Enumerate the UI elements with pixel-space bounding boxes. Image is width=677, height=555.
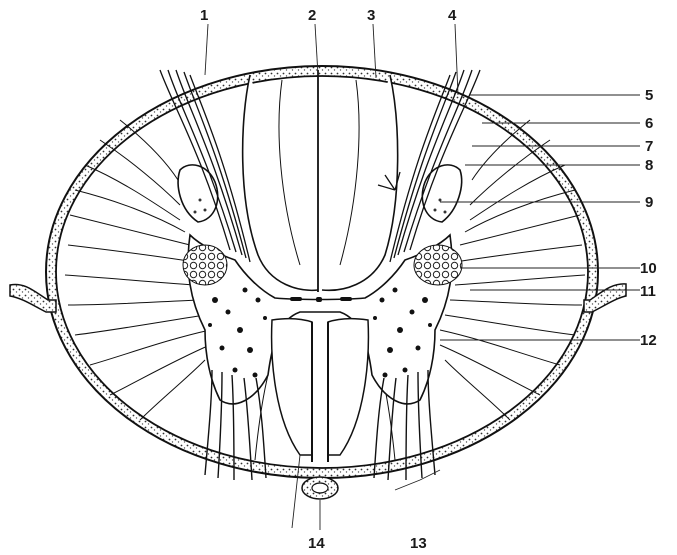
- label-3: 3: [367, 7, 375, 24]
- label-6: 6: [645, 115, 653, 132]
- label-10: 10: [640, 260, 657, 277]
- label-7: 7: [645, 138, 653, 155]
- label-5: 5: [645, 87, 653, 104]
- anterior-spinal-artery: [302, 477, 338, 499]
- label-13: 13: [410, 535, 427, 552]
- label-2: 2: [308, 7, 316, 24]
- label-11: 11: [640, 283, 656, 300]
- label-12: 12: [640, 332, 657, 349]
- label-9: 9: [645, 194, 653, 211]
- label-1: 1: [200, 7, 208, 24]
- label-4: 4: [448, 7, 457, 24]
- label-14: 14: [308, 535, 325, 552]
- label-8: 8: [645, 157, 653, 174]
